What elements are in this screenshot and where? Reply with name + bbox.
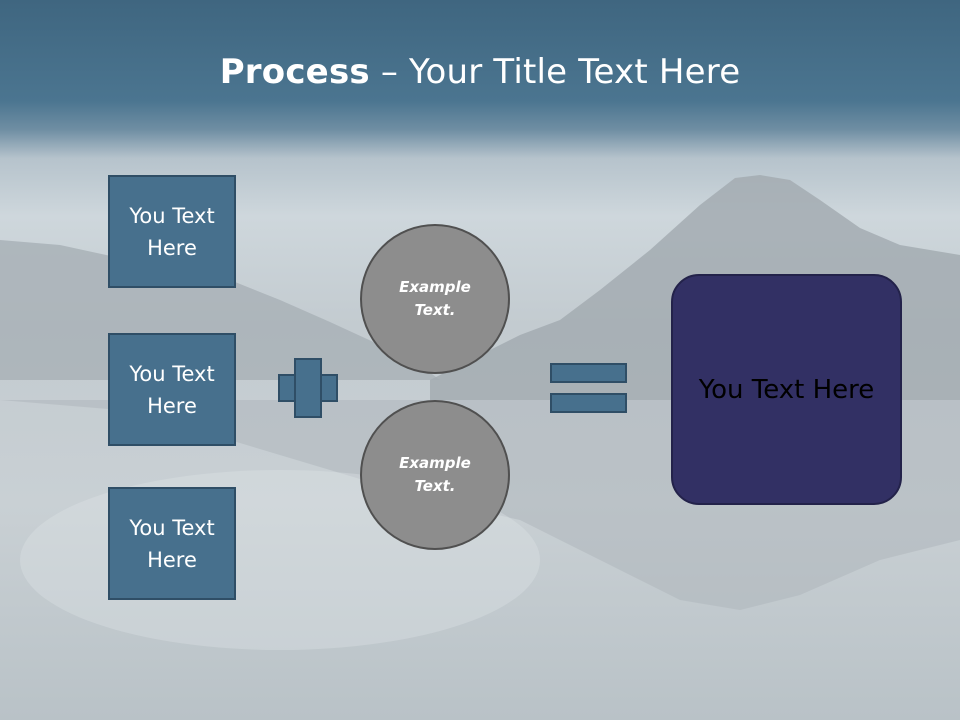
input-box-3: You Text Here	[108, 487, 236, 600]
input-box-1-label: You Text Here	[129, 203, 215, 260]
example-circle-2: Example Text.	[360, 400, 510, 550]
example-circle-1-label: Example Text.	[399, 278, 471, 319]
equals-icon-bottom-bar	[550, 393, 627, 413]
input-box-1: You Text Here	[108, 175, 236, 288]
equals-icon-top-bar	[550, 363, 627, 383]
slide-title: Process – Your Title Text Here	[0, 52, 960, 92]
plus-icon-center	[296, 376, 320, 400]
input-box-2-label: You Text Here	[129, 361, 215, 418]
title-bold: Process	[219, 52, 370, 92]
result-box: You Text Here	[671, 274, 902, 505]
input-box-2: You Text Here	[108, 333, 236, 446]
title-rest: – Your Title Text Here	[369, 52, 741, 92]
result-box-label: You Text Here	[698, 374, 875, 405]
example-circle-2-label: Example Text.	[399, 454, 471, 495]
input-box-3-label: You Text Here	[129, 515, 215, 572]
example-circle-1: Example Text.	[360, 224, 510, 374]
